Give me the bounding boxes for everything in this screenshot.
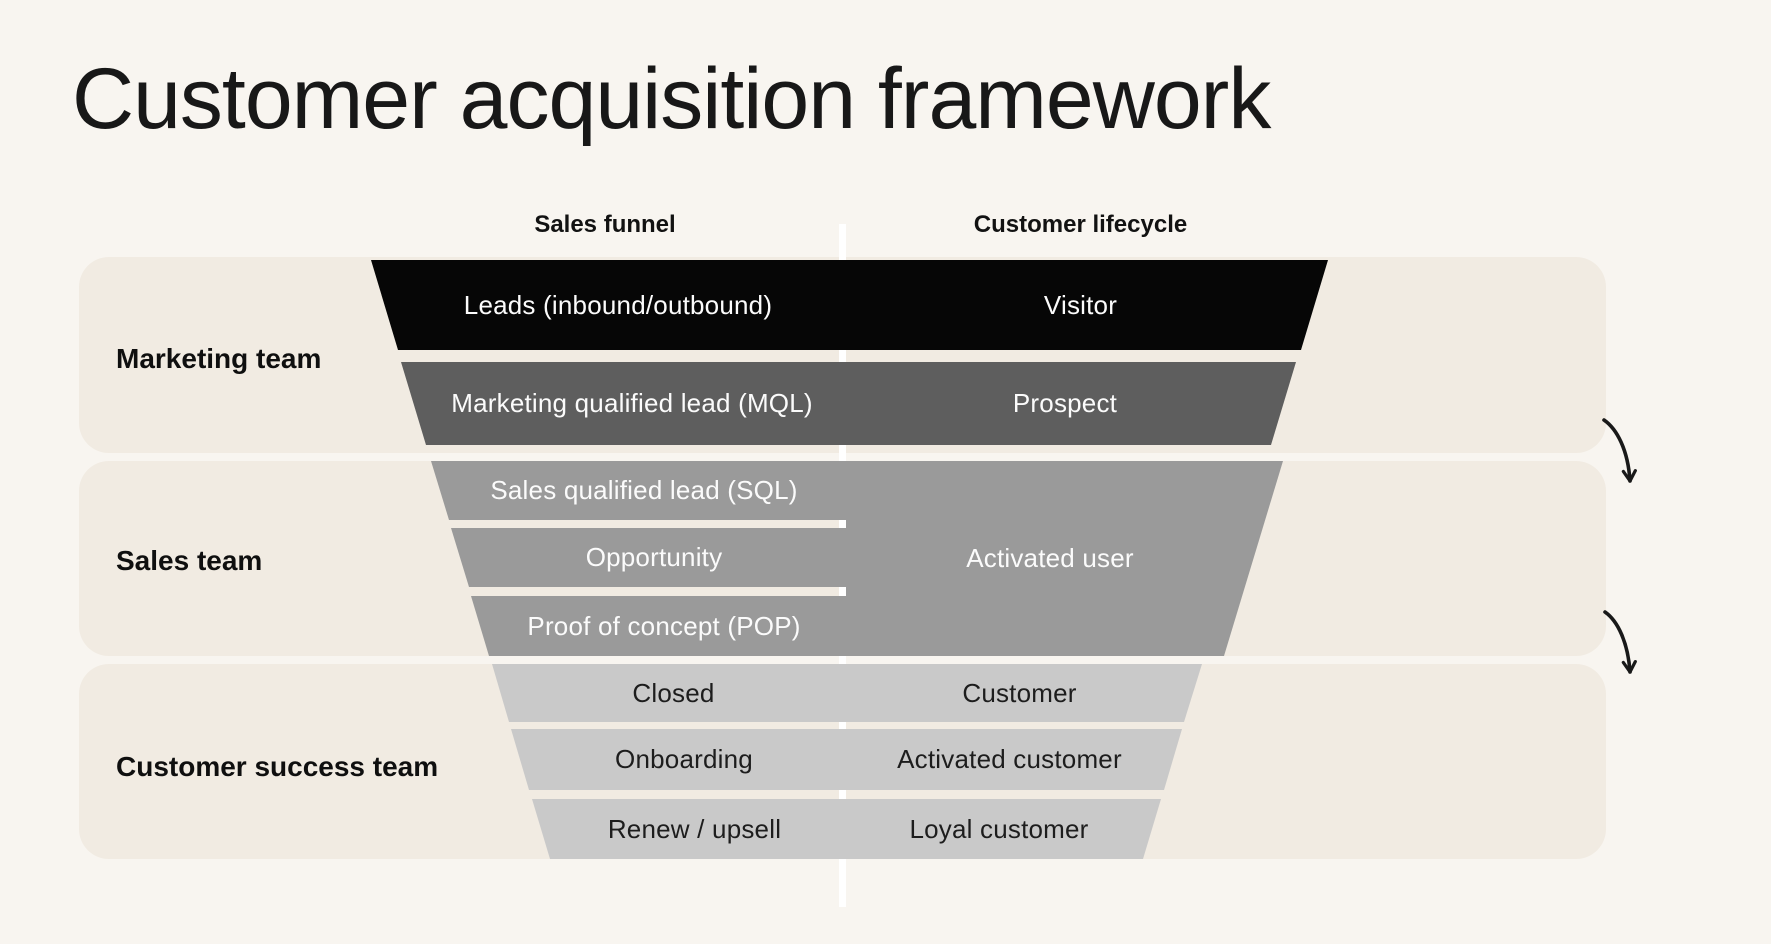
funnel-stage-mql: Marketing qualified lead (MQL) [401, 362, 851, 445]
funnel-stage-onboarding: Onboarding [511, 729, 848, 790]
lifecycle-stage-label: Customer [962, 677, 1077, 708]
lifecycle-stage-label: Visitor [1043, 289, 1118, 320]
lifecycle-stage-customer: Customer [846, 664, 1202, 722]
column-header-customer-lifecycle: Customer lifecycle [973, 211, 1188, 238]
funnel-stage-renew-upsell: Renew / upsell [532, 799, 848, 859]
funnel-stage-label: Opportunity [585, 542, 723, 572]
page-title: Customer acquisition framework [72, 51, 1271, 147]
team-label-sales: Sales team [116, 545, 263, 576]
lifecycle-stage-activated-customer: Activated customer [846, 729, 1182, 790]
lifecycle-stage-label: Loyal customer [909, 813, 1089, 844]
lifecycle-stage-label: Activated user [966, 543, 1134, 573]
lifecycle-stage-prospect: Prospect [846, 362, 1296, 445]
funnel-stage-label: Leads (inbound/outbound) [463, 289, 773, 320]
funnel-stage-label: Closed [632, 677, 715, 708]
funnel-stage-label: Renew / upsell [607, 813, 782, 844]
funnel-stage-poc: Proof of concept (POP) [471, 596, 848, 656]
lifecycle-stage-label: Activated customer [897, 744, 1122, 774]
funnel-stage-label: Marketing qualified lead (MQL) [451, 388, 813, 418]
funnel-stage-label: Sales qualified lead (SQL) [490, 475, 798, 505]
arrow-sales-to-customer-success [1603, 610, 1637, 674]
funnel-stage-opportunity: Opportunity [451, 528, 848, 587]
funnel-stage-sql: Sales qualified lead (SQL) [431, 461, 848, 520]
lifecycle-stage-label: Prospect [1012, 388, 1118, 418]
lifecycle-stage-activated-user: Activated user [846, 461, 1283, 656]
lifecycle-stage-loyal-customer: Loyal customer [846, 799, 1161, 859]
funnel-stage-label: Onboarding [615, 744, 753, 774]
team-label-customer-success: Customer success team [116, 751, 439, 782]
column-header-sales-funnel: Sales funnel [534, 211, 676, 238]
lifecycle-stage-visitor: Visitor [846, 260, 1328, 350]
team-label-marketing: Marketing team [116, 343, 322, 374]
funnel-stage-leads: Leads (inbound/outbound) [371, 260, 852, 350]
funnel-stage-closed: Closed [492, 664, 847, 722]
arrow-marketing-to-sales [1602, 418, 1637, 483]
funnel-stage-label: Proof of concept (POP) [527, 610, 801, 641]
